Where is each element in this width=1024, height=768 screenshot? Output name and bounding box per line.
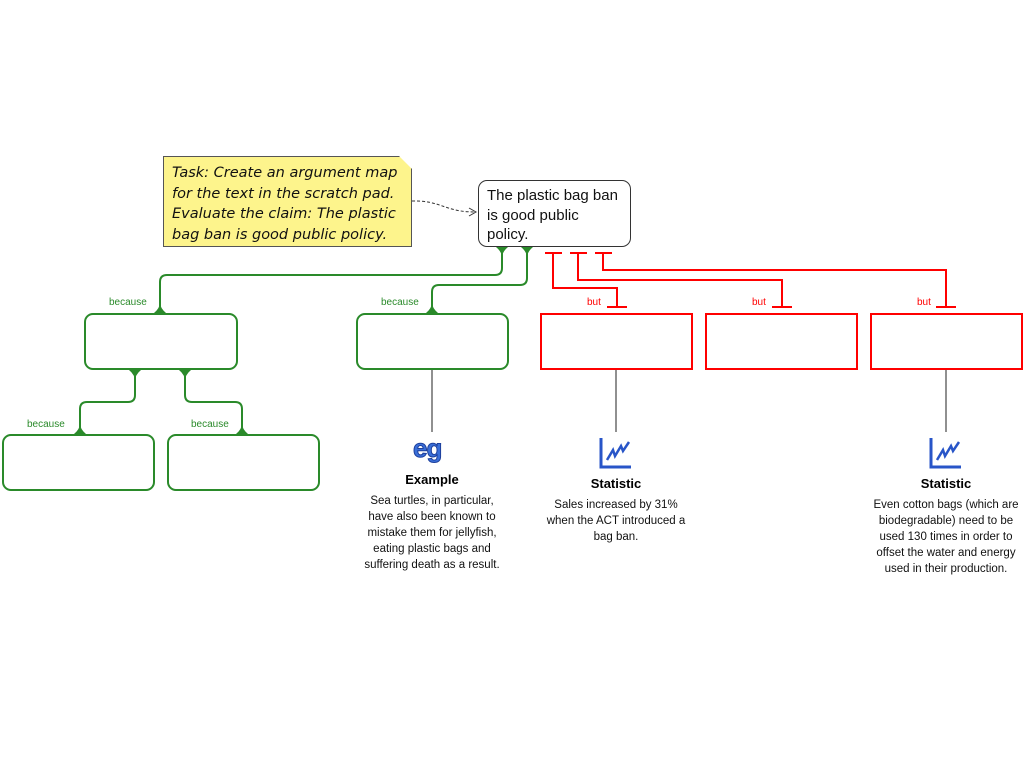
because-label: because	[381, 297, 419, 308]
evidence-type-label: Example	[405, 472, 459, 487]
evidence-type-label: Statistic	[590, 476, 642, 491]
because-label: because	[191, 419, 229, 430]
objection-box-3[interactable]	[870, 313, 1023, 370]
because-label: because	[109, 297, 147, 308]
example-eg-icon: eg	[412, 433, 442, 464]
evidence-text: Even cotton bags (which are biodegradabl…	[873, 499, 1019, 575]
statistic-chart-icon	[929, 438, 961, 469]
main-claim-box[interactable]: The plastic bag ban is good public polic…	[478, 180, 631, 247]
but-label: but	[752, 297, 766, 308]
reason-box-1b[interactable]	[167, 434, 320, 491]
but-label: but	[587, 297, 601, 308]
reason-box-1[interactable]	[84, 313, 238, 370]
statistic-chart-icon	[599, 438, 631, 469]
but-label: but	[917, 297, 931, 308]
reason-box-1a[interactable]	[2, 434, 155, 491]
objection-box-1[interactable]	[540, 313, 693, 370]
objection-box-2[interactable]	[705, 313, 858, 370]
evidence-text: Sales increased by 31% when the ACT intr…	[546, 499, 686, 543]
evidence-text: Sea turtles, in particular, have also be…	[364, 495, 500, 571]
because-label: because	[27, 419, 65, 430]
reason-box-2[interactable]	[356, 313, 509, 370]
evidence-type-label: Statistic	[920, 476, 972, 491]
task-note[interactable]: Task: Create an argument map for the tex…	[163, 156, 412, 247]
